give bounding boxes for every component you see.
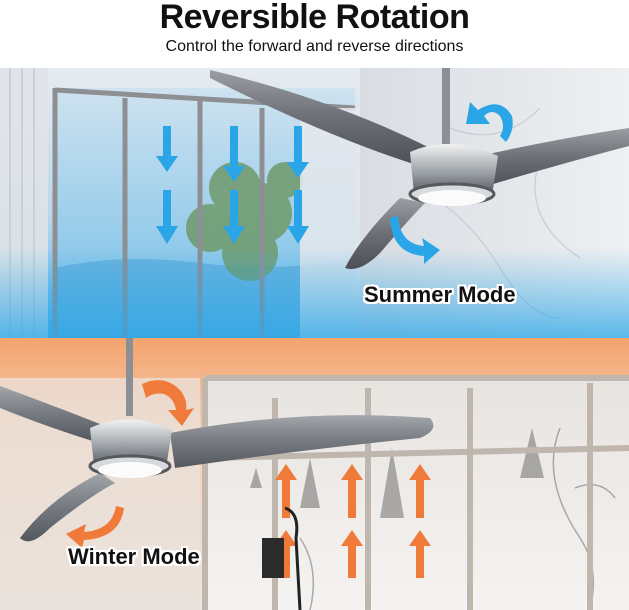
fan-blade (170, 415, 434, 468)
airflow-arrow-icon (275, 464, 431, 578)
fan-blade (345, 198, 425, 269)
rotation-arrow-icon (390, 102, 513, 264)
page-subtitle: Control the forward and reverse directio… (165, 38, 464, 55)
summer-scene (0, 68, 629, 338)
fan-downrod (126, 338, 133, 416)
fan-light (98, 462, 162, 478)
fan-blade (470, 128, 629, 188)
page-title: Reversible Rotation (159, 0, 470, 36)
summer-mode-label: Summer Mode (364, 282, 516, 307)
fan-light (418, 190, 486, 206)
rotation-arrow-icon (66, 380, 194, 548)
airflow-arrow-icon (156, 126, 309, 244)
winter-scene (0, 338, 629, 610)
summer-mode-panel: Summer Mode (0, 68, 629, 338)
fan-blade (20, 473, 115, 542)
fan-blade (210, 70, 434, 166)
fan-blade (0, 386, 111, 442)
winter-mode-label: Winter Mode (68, 544, 200, 569)
fan-downrod (442, 68, 450, 146)
winter-mode-panel: Winter Mode (0, 338, 629, 610)
header: Reversible Rotation Control the forward … (0, 0, 629, 68)
